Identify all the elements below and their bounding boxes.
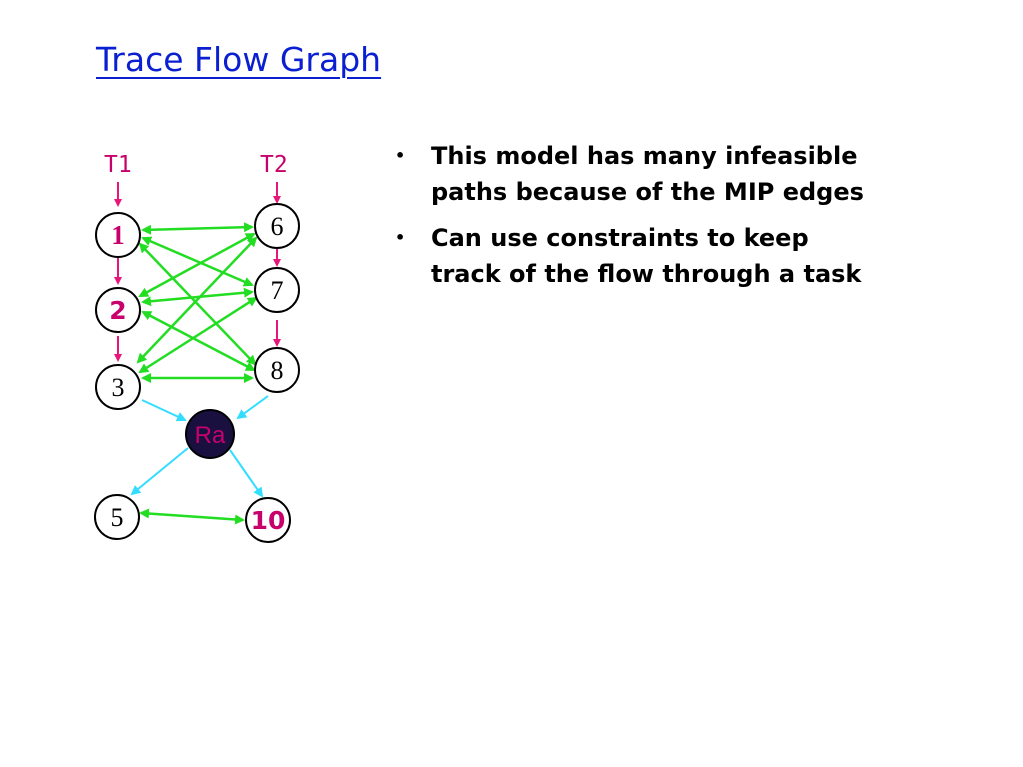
bullet-2-line-1: Can use constraints to keep bbox=[431, 224, 809, 252]
edge-ra-to-5 bbox=[130, 447, 189, 496]
node-6: 6 bbox=[254, 203, 300, 249]
node-7-circle bbox=[254, 267, 300, 313]
mip-edges bbox=[136, 222, 258, 525]
node-7: 7 bbox=[254, 267, 300, 313]
node-6-label: 6 bbox=[271, 212, 284, 241]
slide-title: Trace Flow Graph bbox=[96, 40, 382, 79]
bullet-item-1: • This model has many infeasible paths b… bbox=[395, 138, 1015, 210]
node-8-label: 8 bbox=[271, 356, 284, 385]
node-3-circle bbox=[95, 364, 141, 410]
node-3-label: 3 bbox=[112, 373, 125, 402]
node-1-label: 1 bbox=[111, 220, 125, 250]
edge-3-to-ra bbox=[141, 399, 187, 422]
bullet-1-line-2: paths because of the MIP edges bbox=[431, 178, 864, 206]
bullet-1-line-1: This model has many infeasible bbox=[431, 142, 858, 170]
node-ra-circle bbox=[185, 409, 235, 459]
node-8-circle bbox=[254, 347, 300, 393]
node-10-label: 10 bbox=[251, 506, 286, 535]
node-5-label: 5 bbox=[111, 503, 124, 532]
node-8: 8 bbox=[254, 347, 300, 393]
node-ra-label: Ra bbox=[195, 422, 226, 449]
node-ra: Ra bbox=[185, 409, 235, 459]
thread-edges bbox=[114, 182, 281, 362]
node-3: 3 bbox=[95, 364, 141, 410]
node-2: 2 bbox=[95, 287, 141, 333]
bullet-list: • This model has many infeasible paths b… bbox=[395, 138, 1015, 302]
node-2-circle bbox=[95, 287, 141, 333]
edge-3-7 bbox=[138, 296, 258, 374]
bullet-item-2: • Can use constraints to keep track of t… bbox=[395, 220, 1015, 292]
edge-ra-to-10 bbox=[229, 449, 264, 498]
edge-8-to-ra bbox=[236, 395, 269, 420]
node-7-label: 7 bbox=[271, 276, 284, 305]
thread-label-t2: T2 bbox=[260, 152, 288, 178]
node-2-label: 2 bbox=[109, 296, 126, 325]
thread-label-t1: T1 bbox=[104, 152, 132, 178]
bullet-dot-icon: • bbox=[395, 146, 406, 165]
node-1: 1 bbox=[95, 212, 141, 258]
edge-5-10 bbox=[139, 508, 245, 525]
edge-1-6 bbox=[141, 222, 254, 235]
node-1-circle bbox=[95, 212, 141, 258]
node-6-circle bbox=[254, 203, 300, 249]
bullet-dot-icon: • bbox=[395, 228, 406, 247]
node-10: 10 bbox=[245, 497, 291, 543]
node-10-circle bbox=[245, 497, 291, 543]
node-5: 5 bbox=[94, 494, 140, 540]
ra-edges bbox=[130, 395, 269, 498]
node-5-circle bbox=[94, 494, 140, 540]
bullet-2-line-2: track of the flow through a task bbox=[431, 260, 862, 288]
